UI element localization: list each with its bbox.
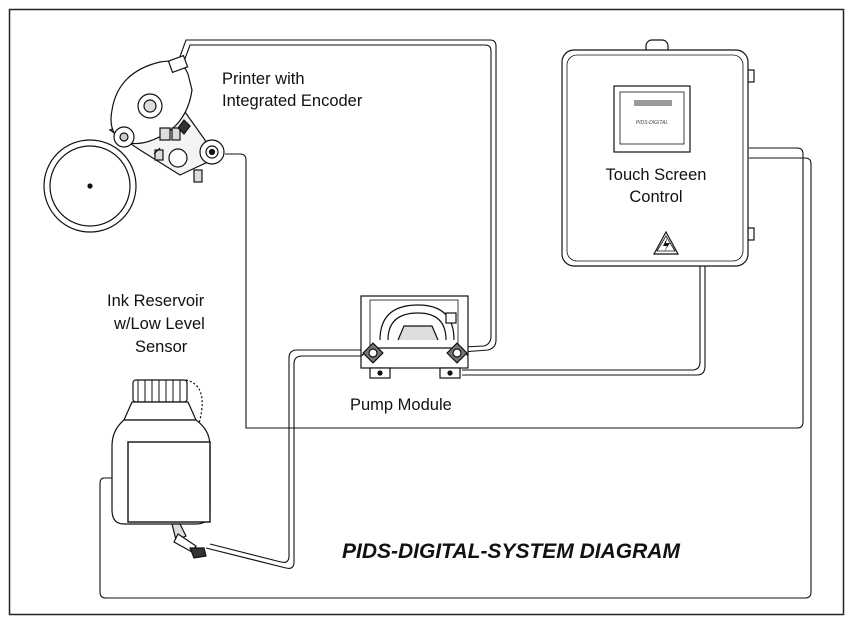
pump-label: Pump Module <box>350 396 452 414</box>
screen-logo <box>634 100 672 106</box>
reservoir-label-line3: Sensor <box>135 338 188 356</box>
pump-cable <box>462 266 701 371</box>
pump-module-icon <box>360 295 469 379</box>
touch-screen-control-box <box>561 39 755 267</box>
ink-line-printer-to-pump <box>177 39 497 353</box>
reservoir-label-line1: Ink Reservoir <box>107 292 205 310</box>
sensor-cable <box>99 157 812 599</box>
diagram-frame <box>8 8 845 616</box>
ink-line-reservoir-to-pump <box>205 355 372 569</box>
diagram-title: PIDS-DIGITAL-SYSTEM DIAGRAM <box>342 540 680 563</box>
printer-label-line2: Integrated Encoder <box>222 92 363 110</box>
reservoir-label-line2: w/Low Level <box>113 315 205 333</box>
high-voltage-warning-icon <box>652 230 680 255</box>
pump-cable-inner <box>462 266 706 376</box>
connections <box>99 39 812 599</box>
ink-line-reservoir-to-pump-inner <box>209 349 372 563</box>
printer-label-line1: Printer with <box>222 70 305 88</box>
ink-line-printer-to-pump-inner <box>182 44 492 348</box>
printer-cable <box>225 147 804 429</box>
ink-reservoir-icon <box>111 379 211 559</box>
control-label-line2: Control <box>629 188 682 206</box>
screen-text: PIDS-DIGITAL <box>636 120 669 126</box>
control-label-line1: Touch Screen <box>606 166 707 184</box>
printer-icon <box>43 54 225 233</box>
